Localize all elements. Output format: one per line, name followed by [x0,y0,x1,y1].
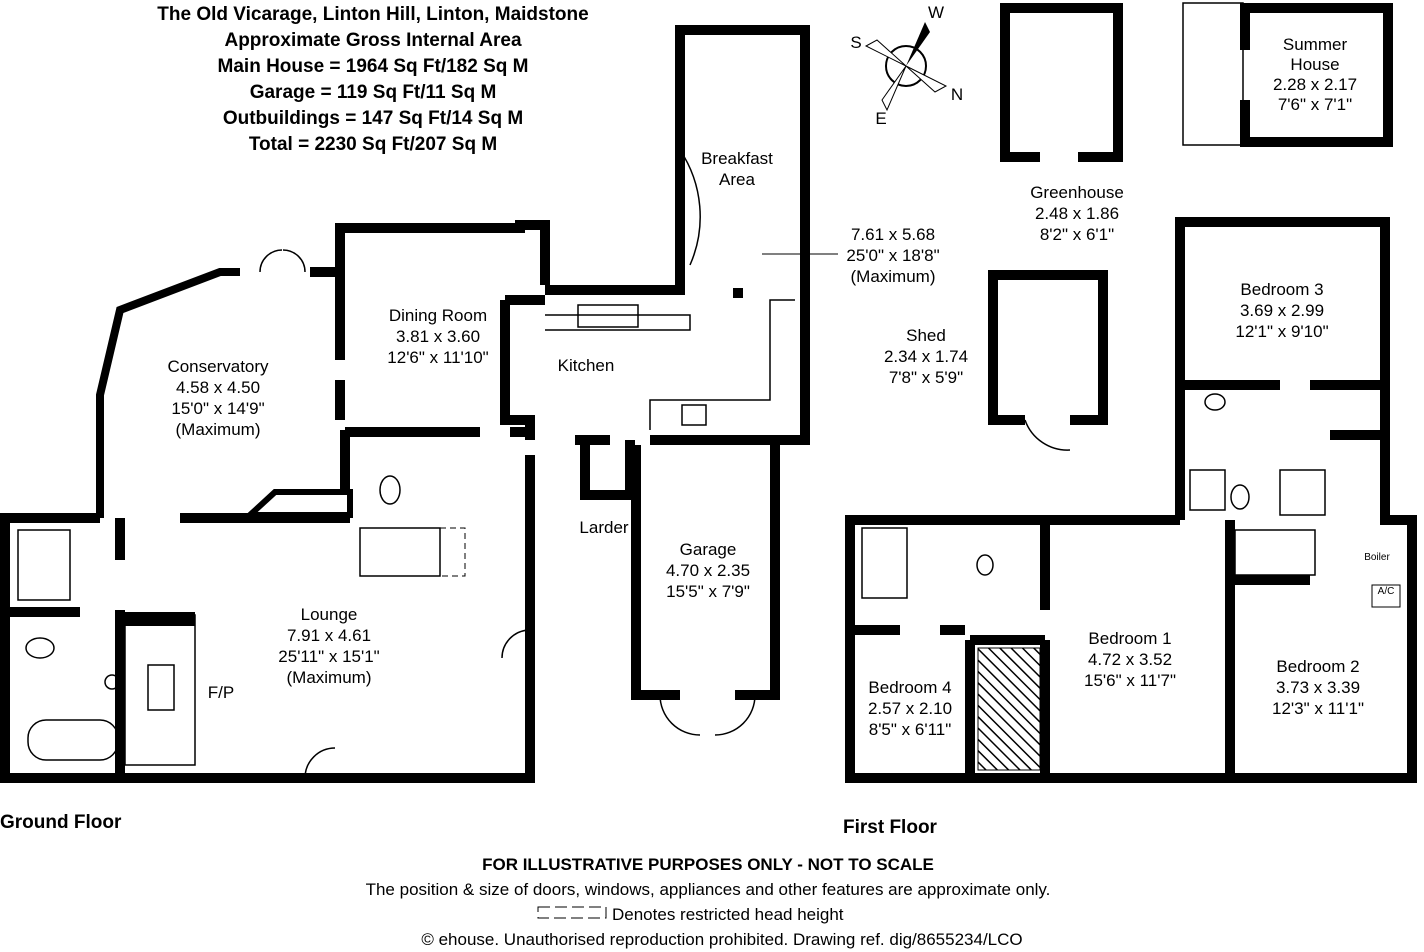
svg-text:7.61 x 5.68: 7.61 x 5.68 [851,225,935,244]
room-bedroom-3: Bedroom 3 3.69 x 2.99 12'1" x 9'10" [1235,280,1328,341]
compass-icon: W N S E [850,3,963,128]
svg-text:12'3" x 11'1": 12'3" x 11'1" [1272,699,1364,718]
compass-w: W [928,3,944,22]
header: The Old Vicarage, Linton Hill, Linton, M… [157,4,588,155]
property-title: The Old Vicarage, Linton Hill, Linton, M… [157,4,588,25]
svg-text:4.58 x 4.50: 4.58 x 4.50 [176,378,260,397]
svg-text:Dining Room: Dining Room [389,306,487,325]
svg-text:(Maximum): (Maximum) [176,420,261,439]
ac-label: A/C [1378,586,1395,597]
compass-s: S [850,33,861,52]
room-greenhouse: Greenhouse 2.48 x 1.86 8'2" x 6'1" [1030,183,1124,244]
area-garage: Garage = 119 Sq Ft/11 Sq M [250,82,497,103]
svg-text:2.57 x 2.10: 2.57 x 2.10 [868,699,952,718]
first-floor-label: First Floor [843,817,938,838]
area-subtitle: Approximate Gross Internal Area [224,30,521,51]
room-bedroom-2: Bedroom 2 3.73 x 3.39 12'3" x 11'1" [1272,657,1364,718]
disclaimer: FOR ILLUSTRATIVE PURPOSES ONLY - NOT TO … [482,855,934,874]
svg-text:2.48 x 1.86: 2.48 x 1.86 [1035,204,1119,223]
svg-text:(Maximum): (Maximum) [851,267,936,286]
copyright: © ehouse. Unauthorised reproduction proh… [421,930,1022,949]
ground-floor-walls [0,25,810,783]
room-garage: Garage 4.70 x 2.35 15'5" x 7'9" [666,540,750,601]
room-bedroom-4: Bedroom 4 2.57 x 2.10 8'5" x 6'11" [868,678,952,739]
room-conservatory: Conservatory 4.58 x 4.50 15'0" x 14'9" (… [167,357,269,439]
room-dining: Dining Room 3.81 x 3.60 12'6" x 11'10" [387,306,488,367]
svg-text:25'11" x 15'1": 25'11" x 15'1" [278,647,379,666]
fireplace-label: F/P [208,683,234,702]
svg-text:3.69 x 2.99: 3.69 x 2.99 [1240,301,1324,320]
room-lounge: Lounge 7.91 x 4.61 25'11" x 15'1" (Maxim… [278,605,379,687]
svg-text:Breakfast: Breakfast [701,149,773,168]
area-total: Total = 2230 Sq Ft/207 Sq M [249,134,497,155]
svg-text:4.72 x 3.52: 4.72 x 3.52 [1088,650,1172,669]
svg-text:Bedroom 3: Bedroom 3 [1240,280,1323,299]
svg-text:8'5" x 6'11": 8'5" x 6'11" [869,720,952,739]
svg-text:Conservatory: Conservatory [167,357,269,376]
outbuildings [988,2,1393,451]
area-main-house: Main House = 1964 Sq Ft/182 Sq M [218,56,529,77]
svg-text:2.34 x 1.74: 2.34 x 1.74 [884,347,968,366]
svg-text:Area: Area [719,170,755,189]
room-breakfast: Breakfast Area 7.61 x 5.68 25'0" x 18'8"… [701,149,940,286]
compass-n: N [951,85,963,104]
room-larder: Larder [579,518,628,537]
restricted-head-height-legend-icon [537,906,607,919]
footer: FOR ILLUSTRATIVE PURPOSES ONLY - NOT TO … [366,855,1051,949]
svg-text:15'6" x 11'7": 15'6" x 11'7" [1084,671,1176,690]
svg-text:Bedroom 1: Bedroom 1 [1088,629,1171,648]
svg-text:Garage: Garage [680,540,737,559]
svg-text:8'2" x 6'1": 8'2" x 6'1" [1040,225,1114,244]
area-outbuildings: Outbuildings = 147 Sq Ft/14 Sq M [223,108,523,129]
svg-text:(Maximum): (Maximum) [287,668,372,687]
legend-text: Denotes restricted head height [612,905,844,924]
svg-text:12'6" x 11'10": 12'6" x 11'10" [387,348,488,367]
footer-note: The position & size of doors, windows, a… [366,880,1051,899]
svg-text:Lounge: Lounge [301,605,358,624]
svg-text:Shed: Shed [906,326,946,345]
svg-text:House: House [1290,55,1339,74]
svg-text:12'1" x 9'10": 12'1" x 9'10" [1235,322,1328,341]
svg-text:15'5" x 7'9": 15'5" x 7'9" [666,582,750,601]
ground-floor-label: Ground Floor [0,812,122,833]
svg-text:15'0" x 14'9": 15'0" x 14'9" [171,399,264,418]
svg-text:3.81 x 3.60: 3.81 x 3.60 [396,327,480,346]
svg-text:7'8" x 5'9": 7'8" x 5'9" [889,368,963,387]
svg-text:Summer: Summer [1283,35,1348,54]
first-floor-walls [845,217,1417,783]
room-shed: Shed 2.34 x 1.74 7'8" x 5'9" [884,326,968,387]
compass-e: E [875,109,886,128]
room-bedroom-1: Bedroom 1 4.72 x 3.52 15'6" x 11'7" [1084,629,1176,690]
svg-text:Bedroom 4: Bedroom 4 [868,678,951,697]
svg-text:7'6" x 7'1": 7'6" x 7'1" [1278,95,1352,114]
svg-text:2.28 x 2.17: 2.28 x 2.17 [1273,75,1357,94]
boiler-label: Boiler [1364,552,1390,563]
svg-text:Bedroom 2: Bedroom 2 [1276,657,1359,676]
svg-text:Greenhouse: Greenhouse [1030,183,1124,202]
svg-text:7.91 x 4.61: 7.91 x 4.61 [287,626,371,645]
svg-text:3.73 x 3.39: 3.73 x 3.39 [1276,678,1360,697]
svg-text:25'0" x 18'8": 25'0" x 18'8" [846,246,939,265]
room-kitchen: Kitchen [558,356,615,375]
svg-text:4.70 x 2.35: 4.70 x 2.35 [666,561,750,580]
room-summer-house: Summer House 2.28 x 2.17 7'6" x 7'1" [1273,35,1357,114]
